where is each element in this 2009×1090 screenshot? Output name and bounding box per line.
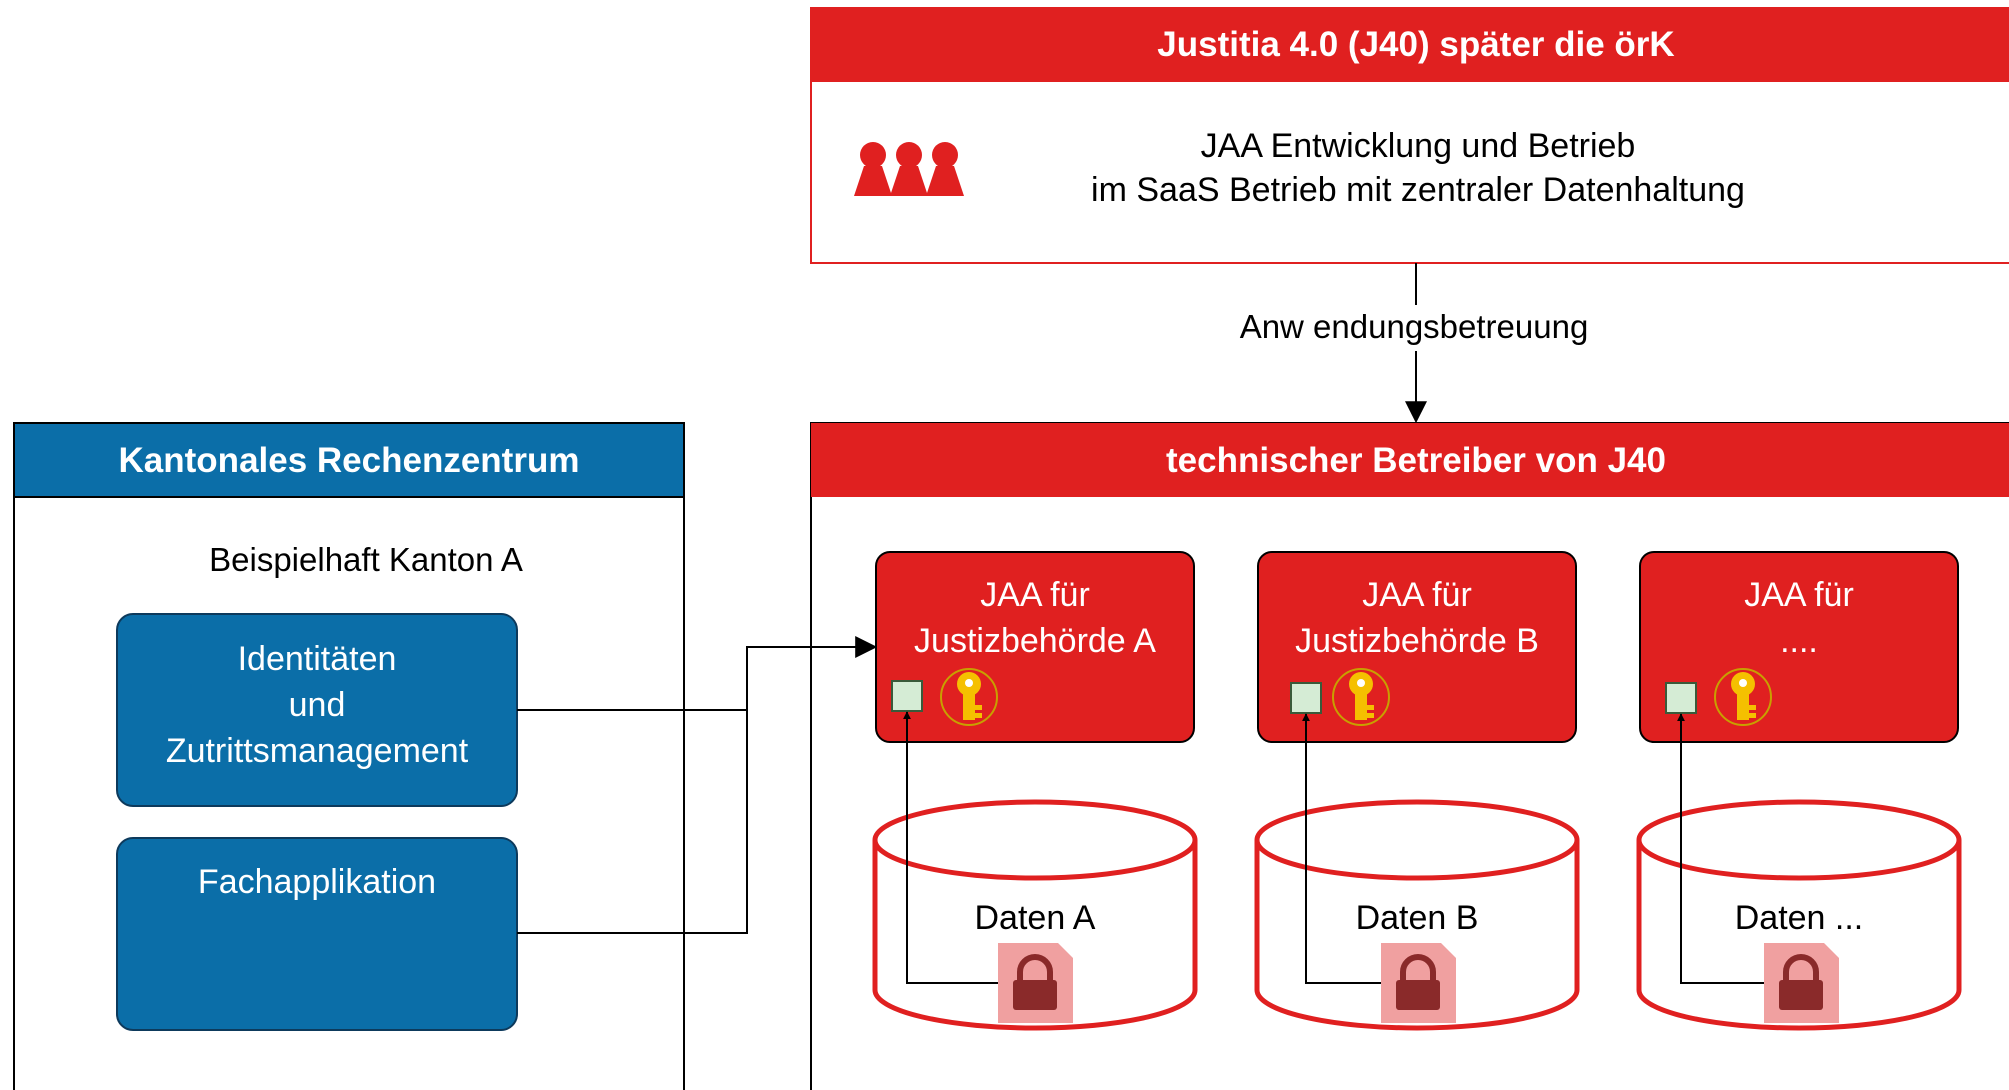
- identity-line3: Zutrittsmanagement: [166, 732, 469, 770]
- jaa-card-c: JAA für ....: [1639, 551, 1959, 743]
- jaa-card-b: JAA für Justizbehörde B: [1257, 551, 1577, 743]
- betreiber-title: technischer Betreiber von J40: [1166, 441, 1666, 480]
- fachapplikation-box: Fachapplikation: [116, 837, 518, 1031]
- jaa-b-line1: JAA für: [1362, 576, 1472, 614]
- database-b: Daten B: [1254, 799, 1580, 1031]
- justitia-header: [811, 8, 2009, 82]
- certificate-icon: [891, 680, 923, 712]
- support-connector: Anw endungsbetreuung: [1226, 263, 1606, 424]
- kantonal-box: Kantonales Rechenzentrum Beispielhaft Ka…: [13, 422, 685, 1090]
- connector-label: Anw endungsbetreuung: [1240, 308, 1589, 345]
- identity-management-box: Identitäten und Zutrittsmanagement: [116, 613, 518, 807]
- jaa-a-line1: JAA für: [980, 576, 1090, 614]
- data-b-label: Daten B: [1356, 899, 1479, 937]
- data-a-label: Daten A: [975, 899, 1096, 937]
- key-icon: [940, 668, 998, 726]
- certificate-icon: [1665, 682, 1697, 714]
- lock-to-cert-connector-a: [903, 711, 998, 984]
- lock-to-cert-connector-b: [1302, 713, 1381, 984]
- justitia-box: Justitia 4.0 (J40) später die örK JAA En…: [810, 7, 2009, 264]
- jaa-c-line2: ....: [1780, 622, 1818, 660]
- kantonal-title: Kantonales Rechenzentrum: [119, 441, 580, 480]
- certificate-icon: [1290, 682, 1322, 714]
- key-icon: [1332, 668, 1390, 726]
- betreiber-header: [811, 423, 2009, 497]
- users-icon: [854, 142, 964, 196]
- justitia-line1: JAA Entwicklung und Betrieb: [1201, 127, 1636, 165]
- betreiber-box: technischer Betreiber von J40 JAA für Ju…: [810, 422, 2009, 1090]
- justitia-title: Justitia 4.0 (J40) später die örK: [1157, 25, 1674, 64]
- lock-to-cert-connector-c: [1677, 713, 1764, 984]
- lock-file-icon: [998, 943, 1073, 1023]
- identity-line1: Identitäten: [238, 640, 397, 678]
- jaa-c-line1: JAA für: [1744, 576, 1854, 614]
- lock-file-icon: [1381, 943, 1456, 1023]
- kantonal-header: [13, 422, 685, 498]
- database-a: Daten A: [872, 799, 1198, 1031]
- identity-line2: und: [289, 686, 346, 724]
- identity-to-jaa-connector: [517, 636, 878, 711]
- jaa-a-line2: Justizbehörde A: [914, 622, 1156, 660]
- database-c: Daten ...: [1636, 799, 1962, 1031]
- fachapp-to-jaa-connector: [517, 647, 748, 934]
- kantonal-subtitle: Beispielhaft Kanton A: [209, 541, 523, 578]
- data-c-label: Daten ...: [1735, 899, 1864, 937]
- jaa-b-line2: Justizbehörde B: [1295, 622, 1539, 660]
- lock-file-icon: [1764, 943, 1839, 1023]
- key-icon: [1714, 668, 1772, 726]
- fachapplikation-label: Fachapplikation: [198, 863, 436, 901]
- justitia-line2: im SaaS Betrieb mit zentraler Datenhaltu…: [1091, 171, 1745, 209]
- jaa-card-a: JAA für Justizbehörde A: [875, 551, 1195, 743]
